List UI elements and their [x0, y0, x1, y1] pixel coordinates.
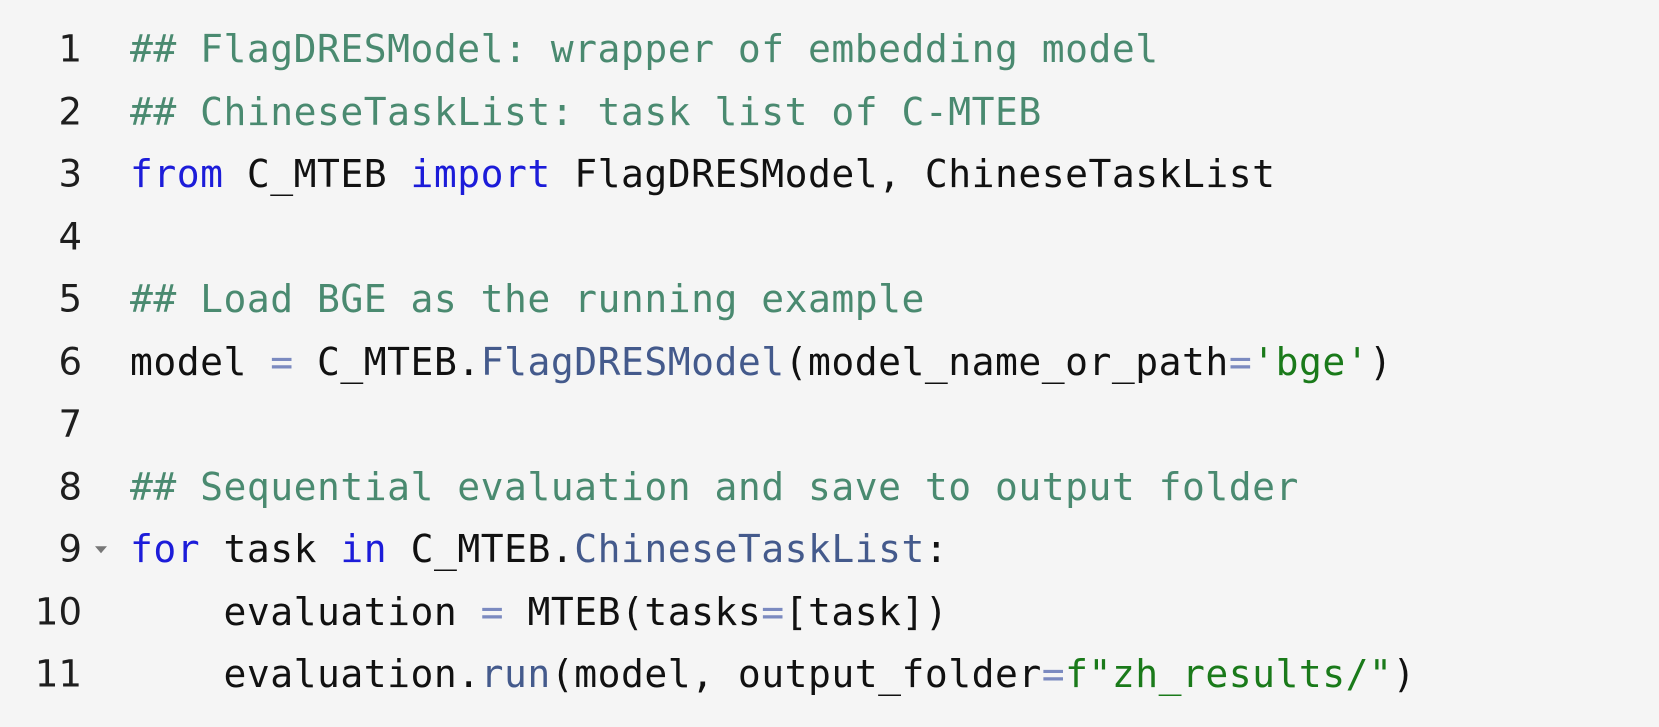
code-line[interactable]: 10 evaluation = MTEB(tasks=[task])	[0, 581, 1659, 644]
code-token-plain: MTEB(tasks	[504, 589, 762, 634]
line-gutter: 2	[0, 81, 130, 144]
code-token-plain: :	[924, 527, 949, 572]
code-token-plain: evaluation	[130, 589, 481, 634]
line-number: 9	[58, 527, 82, 571]
code-line[interactable]: 2 ## ChineseTaskList: task list of C-MTEB	[0, 81, 1659, 144]
code-token-keyword: from	[130, 152, 224, 197]
line-gutter: 8	[0, 456, 130, 519]
line-gutter: 7	[0, 393, 130, 456]
code-line[interactable]: 5 ## Load BGE as the running example	[0, 268, 1659, 331]
line-gutter: 4	[0, 206, 130, 269]
code-text[interactable]: ## FlagDRESModel: wrapper of embedding m…	[130, 27, 1159, 71]
chevron-down-icon[interactable]	[95, 546, 107, 554]
code-token-op: =	[1041, 652, 1066, 697]
code-token-keyword: for	[130, 527, 201, 572]
code-text[interactable]: evaluation.run(model, output_folder=f"zh…	[130, 652, 1416, 696]
code-token-string: 'bge'	[1252, 339, 1370, 384]
line-number: 2	[58, 90, 82, 134]
code-text[interactable]: model = C_MTEB.FlagDRESModel(model_name_…	[130, 340, 1392, 384]
code-token-plain: task	[200, 527, 341, 572]
code-token-plain: C_MTEB.	[293, 339, 481, 384]
code-token-op: =	[1228, 339, 1253, 384]
code-token-comment: ## Load BGE as the running example	[130, 277, 925, 322]
code-line[interactable]: 9 for task in C_MTEB.ChineseTaskList:	[0, 518, 1659, 581]
line-number: 6	[58, 340, 82, 384]
line-gutter: 11	[0, 643, 130, 706]
line-number: 11	[34, 652, 82, 696]
code-line[interactable]: 3 from C_MTEB import FlagDRESModel, Chine…	[0, 143, 1659, 206]
line-gutter: 6	[0, 331, 130, 394]
code-token-func: run	[480, 652, 551, 697]
code-token-plain: (model, output_folder	[550, 652, 1042, 697]
code-token-op: =	[761, 589, 785, 634]
line-number: 3	[58, 152, 82, 196]
code-token-comment: ## ChineseTaskList: task list of C-MTEB	[130, 89, 1042, 134]
code-token-plain: [task])	[784, 589, 949, 634]
code-line[interactable]: 1 ## FlagDRESModel: wrapper of embedding …	[0, 18, 1659, 81]
code-token-plain: (model_name_or_path	[784, 339, 1229, 384]
code-token-func: FlagDRESModel	[480, 339, 785, 384]
code-token-keyword: in	[340, 527, 388, 572]
code-text[interactable]: ## Load BGE as the running example	[130, 277, 925, 321]
code-line[interactable]: 6 model = C_MTEB.FlagDRESModel(model_name…	[0, 331, 1659, 394]
line-number: 4	[58, 215, 82, 259]
code-token-plain: C_MTEB.	[387, 527, 575, 572]
code-token-plain: C_MTEB	[223, 152, 411, 197]
code-line[interactable]: 11 evaluation.run(model, output_folder=f…	[0, 643, 1659, 706]
line-gutter: 9	[0, 518, 130, 581]
line-number: 1	[58, 27, 82, 71]
code-line[interactable]: 4	[0, 206, 1659, 269]
code-token-plain: )	[1369, 339, 1393, 384]
code-token-plain: evaluation.	[130, 652, 481, 697]
line-gutter: 1	[0, 18, 130, 81]
code-token-op: =	[270, 339, 294, 384]
code-text[interactable]: for task in C_MTEB.ChineseTaskList:	[130, 527, 948, 571]
line-number: 5	[58, 277, 82, 321]
code-token-keyword: import	[410, 152, 551, 197]
line-number: 8	[58, 465, 82, 509]
code-token-func: ChineseTaskList	[574, 527, 925, 572]
code-token-string: f"zh_results/"	[1065, 652, 1393, 697]
code-token-comment: ## FlagDRESModel: wrapper of embedding m…	[130, 27, 1159, 72]
code-line[interactable]: 7	[0, 393, 1659, 456]
line-number: 7	[58, 402, 82, 446]
code-token-op: =	[480, 589, 505, 634]
code-token-plain: )	[1392, 652, 1416, 697]
code-token-plain: model	[130, 339, 271, 384]
line-number: 10	[34, 590, 82, 634]
code-line[interactable]: 8 ## Sequential evaluation and save to ou…	[0, 456, 1659, 519]
code-token-comment: ## Sequential evaluation and save to out…	[130, 464, 1299, 509]
code-text[interactable]: ## ChineseTaskList: task list of C-MTEB	[130, 90, 1042, 134]
code-text[interactable]: ## Sequential evaluation and save to out…	[130, 465, 1299, 509]
line-gutter: 10	[0, 581, 130, 644]
line-gutter: 3	[0, 143, 130, 206]
code-text[interactable]: evaluation = MTEB(tasks=[task])	[130, 590, 948, 634]
line-gutter: 5	[0, 268, 130, 331]
code-token-plain: FlagDRESModel, ChineseTaskList	[550, 152, 1276, 197]
code-text[interactable]: from C_MTEB import FlagDRESModel, Chines…	[130, 152, 1276, 196]
